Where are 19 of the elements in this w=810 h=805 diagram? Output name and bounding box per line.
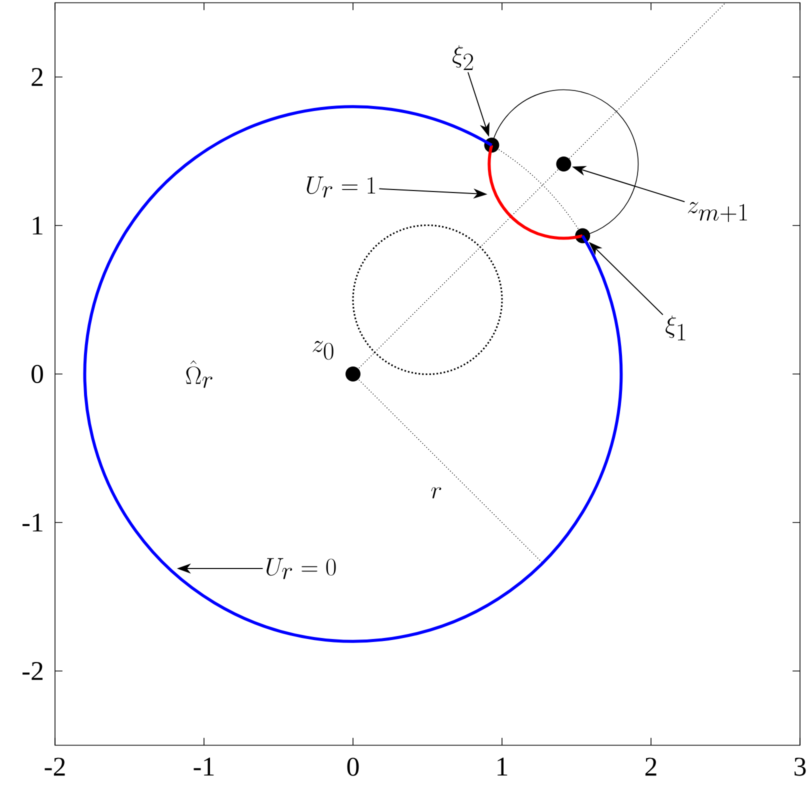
boundary-arc xyxy=(84,105,623,643)
point-label: $z_0$ xyxy=(312,340,334,360)
tick-label: -2 xyxy=(22,662,43,680)
tick-label: 3 xyxy=(794,758,806,776)
point-label: $z_{m+1}$ xyxy=(688,202,747,222)
tick-label: 0 xyxy=(32,364,43,384)
region-label: $\hat{\Omega}_r$ xyxy=(186,360,212,388)
tick-label: -2 xyxy=(44,758,65,776)
tick-label: 0 xyxy=(347,758,359,776)
tick-label: -1 xyxy=(22,514,42,532)
radius-label: $r$ xyxy=(431,487,442,498)
tick-label: 1 xyxy=(498,758,508,776)
tick-label: 2 xyxy=(645,758,656,776)
point-label: $\xi_2$ xyxy=(452,45,473,70)
point-label: $\xi_1$ xyxy=(666,316,686,340)
tick-label: -1 xyxy=(194,758,214,776)
dotted-circle xyxy=(352,224,503,376)
tick-label: 2 xyxy=(32,68,43,86)
tick-label: 1 xyxy=(32,216,42,234)
